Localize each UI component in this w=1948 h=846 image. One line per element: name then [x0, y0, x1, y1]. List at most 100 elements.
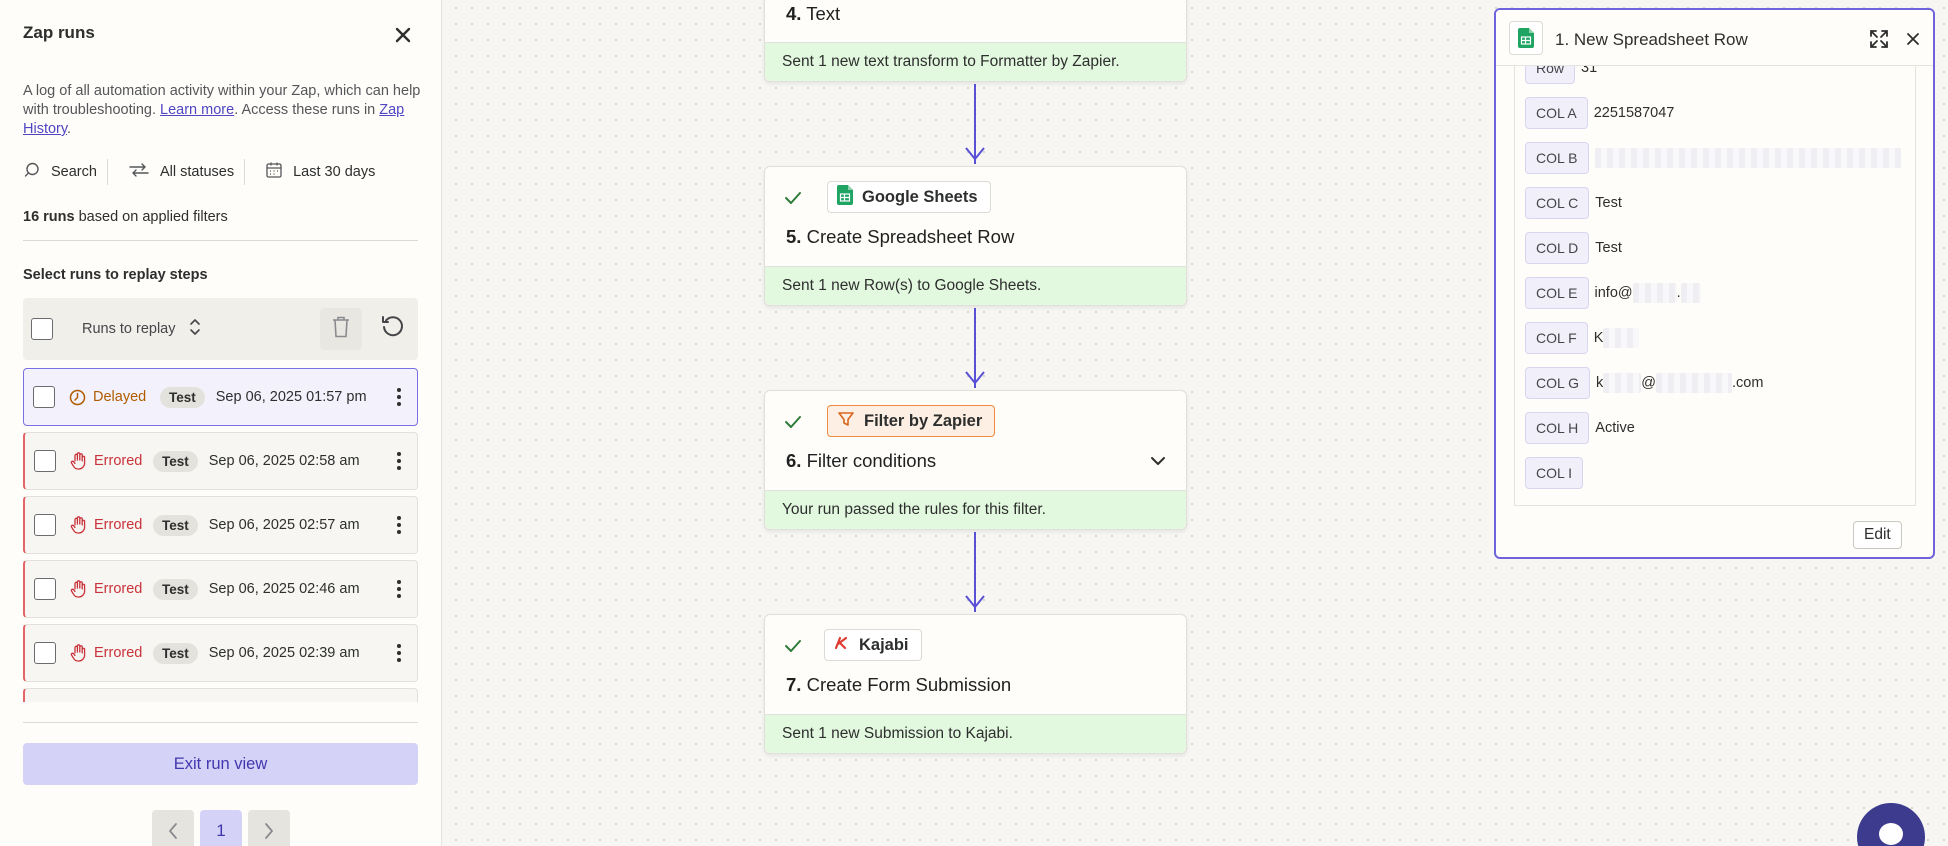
run-date: Sep 06, 2025 02:57 am [208, 517, 360, 533]
divider [23, 240, 418, 241]
run-row[interactable]: Errored Test Sep 06, 2025 02:57 am [23, 496, 418, 554]
field-key: COL H [1525, 412, 1590, 444]
close-icon[interactable] [390, 22, 416, 48]
status-filter-label: All statuses [159, 164, 235, 180]
step-card-text[interactable]: 4. Text Sent 1 new text transform to For… [764, 0, 1187, 82]
status-filter[interactable]: All statuses [128, 161, 234, 183]
zap-history-link[interactable]: Zap History [23, 102, 405, 137]
field-key: COL G [1525, 367, 1591, 399]
step-title: 4. Text [786, 3, 841, 24]
chevron-right-icon [265, 823, 273, 839]
connector-line [974, 84, 976, 164]
replay-toolbar: Runs to replay [23, 298, 418, 360]
run-list: Delayed Test Sep 06, 2025 01:57 pm Error… [23, 368, 418, 702]
filter-icon [837, 410, 855, 433]
field-row: COL C Test [1525, 187, 1622, 219]
filter-divider [244, 159, 246, 185]
edit-button[interactable]: Edit [1853, 521, 1902, 549]
date-filter[interactable]: Last 30 days [265, 161, 375, 183]
run-status: Errored [94, 581, 143, 597]
clock-icon [68, 388, 86, 406]
field-key: COL A [1525, 97, 1588, 129]
field-row: COL G k@.com [1525, 367, 1763, 399]
run-row[interactable]: Errored Test Sep 06, 2025 02:39 am [23, 624, 418, 682]
close-icon[interactable] [1906, 32, 1920, 51]
check-icon [784, 639, 802, 658]
page-number-button[interactable]: 1 [200, 810, 242, 846]
google-sheets-icon [1509, 21, 1543, 55]
panel-title: Zap runs [23, 23, 95, 42]
run-row[interactable]: Errored Test Sep 06, 2025 02:46 am [23, 560, 418, 618]
panel-title: 1. New Spreadsheet Row [1555, 30, 1748, 49]
delete-button[interactable] [320, 308, 362, 350]
field-row: Row 31 [1525, 66, 1597, 84]
divider [23, 722, 418, 723]
run-checkbox[interactable] [34, 642, 56, 664]
field-key: COL E [1525, 277, 1589, 309]
step-card-google-sheets[interactable]: Google Sheets 5. Create Spreadsheet Row … [764, 166, 1187, 306]
field-row: COL I [1525, 457, 1589, 489]
replay-icon [380, 314, 406, 345]
connector-line [974, 308, 976, 388]
field-value: K [1594, 328, 1640, 348]
expand-icon[interactable] [1869, 29, 1889, 54]
select-runs-label: Select runs to replay steps [23, 267, 208, 283]
redacted-value [1603, 373, 1642, 393]
app-chip[interactable]: Kajabi [824, 629, 922, 661]
app-chip[interactable]: Filter by Zapier [827, 405, 996, 437]
date-filter-label: Last 30 days [293, 164, 376, 180]
redacted-value [1656, 373, 1733, 393]
test-badge: Test [153, 514, 198, 536]
run-checkbox[interactable] [34, 578, 56, 600]
run-row[interactable] [23, 688, 418, 702]
run-checkbox[interactable] [33, 386, 55, 408]
chat-help-icon[interactable] [1857, 803, 1925, 846]
step-card-kajabi[interactable]: Kajabi 7. Create Form Submission Sent 1 … [764, 614, 1187, 754]
check-icon [784, 415, 802, 434]
more-options-icon[interactable] [395, 643, 403, 663]
search-filter[interactable]: Search [23, 161, 97, 183]
run-checkbox[interactable] [34, 514, 56, 536]
more-options-icon[interactable] [395, 387, 403, 407]
run-date: Sep 06, 2025 02:58 am [208, 453, 360, 469]
sort-icon[interactable] [188, 317, 202, 342]
replay-button[interactable] [372, 308, 414, 350]
run-date: Sep 06, 2025 02:39 am [208, 645, 360, 661]
run-checkbox[interactable] [34, 450, 56, 472]
filter-arrows-icon [128, 161, 150, 183]
previous-page-button[interactable] [152, 810, 194, 846]
panel-description: A log of all automation activity within … [23, 83, 421, 137]
run-row[interactable]: Errored Test Sep 06, 2025 02:58 am [23, 432, 418, 490]
next-page-button[interactable] [248, 810, 290, 846]
redacted-value [1594, 148, 1901, 168]
app-name: Google Sheets [862, 187, 978, 206]
field-key: Row [1525, 66, 1576, 84]
app-chip[interactable]: Google Sheets [827, 181, 991, 213]
select-all-checkbox[interactable] [31, 318, 53, 340]
chevron-down-icon[interactable] [1150, 454, 1166, 472]
run-status: Errored [94, 645, 143, 661]
run-filters: Search All statuses Last 30 days [23, 157, 375, 187]
hand-stop-icon [69, 580, 87, 598]
panel-header: 1. New Spreadsheet Row [1496, 10, 1933, 66]
field-row: COL F K [1525, 322, 1640, 354]
trash-icon [330, 315, 352, 344]
zap-runs-panel: Zap runs A log of all automation activit… [0, 0, 442, 846]
more-options-icon[interactable] [395, 451, 403, 471]
field-key: COL C [1525, 187, 1590, 219]
exit-run-view-button[interactable]: Exit run view [23, 743, 418, 785]
hand-stop-icon [69, 452, 87, 470]
runs-to-replay-label: Runs to replay [82, 321, 176, 337]
test-badge: Test [153, 450, 198, 472]
step-card-filter[interactable]: Filter by Zapier 6. Filter conditions Yo… [764, 390, 1187, 530]
run-status: Errored [94, 517, 143, 533]
more-options-icon[interactable] [395, 579, 403, 599]
search-filter-label: Search [51, 164, 97, 180]
redacted-value [1603, 328, 1640, 348]
more-options-icon[interactable] [395, 515, 403, 535]
run-count: 16 runs based on applied filters [23, 209, 228, 225]
step-title: 5. Create Spreadsheet Row [786, 226, 1015, 247]
learn-more-link[interactable]: Learn more [160, 102, 235, 118]
field-value: 2251587047 [1593, 105, 1675, 121]
run-row[interactable]: Delayed Test Sep 06, 2025 01:57 pm [23, 368, 418, 426]
